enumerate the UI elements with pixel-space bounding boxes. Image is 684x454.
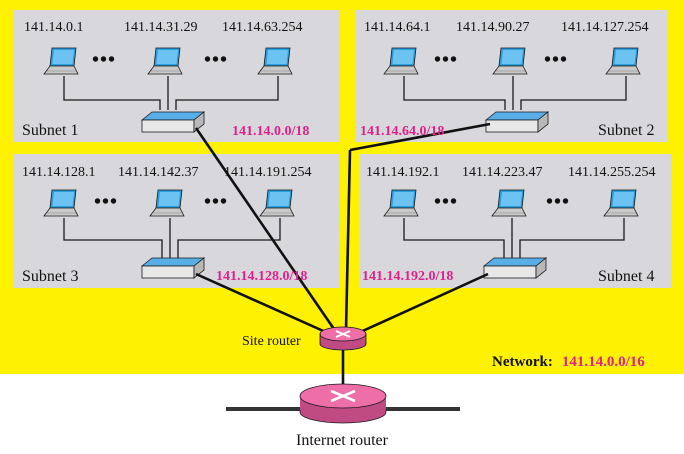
host-address: 141.14.255.254	[568, 165, 656, 180]
subnet-2-lan	[403, 76, 627, 110]
site-router-label: Site router	[242, 334, 301, 349]
subnet-2-prefix: 141.14.64.0/18	[360, 124, 444, 139]
host-address: 141.14.0.1	[24, 20, 84, 35]
router-uplinks	[194, 122, 491, 392]
ellipsis: •••	[544, 49, 568, 71]
host-address: 141.14.192.1	[366, 165, 440, 180]
host-address: 141.14.90.27	[456, 20, 530, 35]
subnet-3-prefix: 141.14.128.0/18	[216, 269, 307, 284]
host-address: 141.14.142.37	[118, 165, 199, 180]
router-icon	[319, 326, 367, 351]
subnet-2-name: Subnet 2	[598, 122, 654, 139]
subnet-4-lan	[403, 218, 625, 258]
switch-icon	[141, 111, 205, 133]
ellipsis: •••	[434, 191, 458, 213]
host-address: 141.14.63.254	[222, 20, 303, 35]
switch-icon	[141, 257, 205, 279]
ellipsis: •••	[204, 49, 228, 71]
subnet-1-name: Subnet 1	[22, 122, 78, 139]
host-address: 141.14.64.1	[364, 20, 431, 35]
ellipsis: •••	[204, 191, 228, 213]
host-address: 141.14.127.254	[561, 20, 649, 35]
network-label-text: Network:	[492, 354, 553, 370]
host-address: 141.14.223.47	[462, 165, 543, 180]
host-address: 141.14.128.1	[22, 165, 96, 180]
subnet-3-name: Subnet 3	[22, 268, 78, 285]
network-label: Network: 141.14.0.0/16	[492, 353, 645, 370]
subnet-3-lan	[63, 218, 281, 258]
switch-icon	[485, 111, 549, 133]
ellipsis: •••	[434, 49, 458, 71]
subnet-1-lan	[63, 76, 279, 110]
ellipsis: •••	[546, 191, 570, 213]
subnet-4-name: Subnet 4	[598, 268, 654, 285]
subnet-1-prefix: 141.14.0.0/18	[232, 124, 309, 139]
ellipsis: •••	[94, 191, 118, 213]
host-address: 141.14.191.254	[224, 165, 312, 180]
host-address: 141.14.31.29	[124, 20, 198, 35]
ellipsis: •••	[92, 49, 116, 71]
switch-icon	[483, 257, 547, 279]
subnet-4-prefix: 141.14.192.0/18	[362, 269, 453, 284]
internet-router-label: Internet router	[296, 432, 389, 449]
router-icon	[299, 383, 387, 424]
network-prefix: 141.14.0.0/16	[562, 354, 645, 370]
